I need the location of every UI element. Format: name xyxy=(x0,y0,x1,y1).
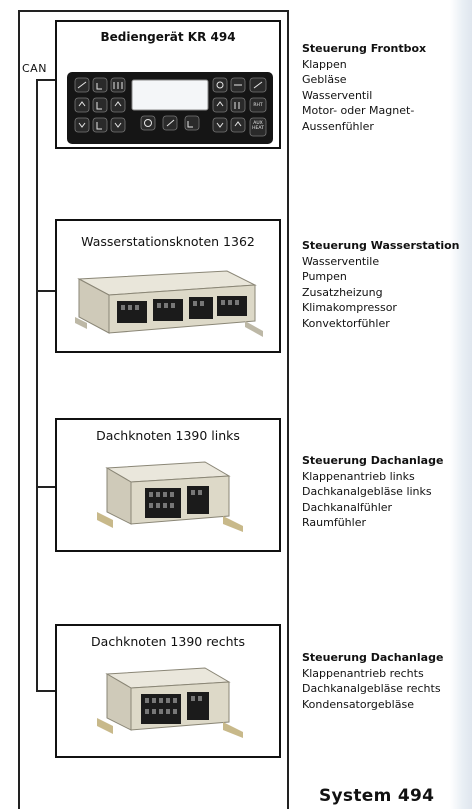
can-bus-vertical xyxy=(36,79,38,691)
node-box-roof-right: Dachknoten 1390 rechts xyxy=(55,624,281,758)
side-block-water-station: Steuerung Wasserstation Wasserventile Pu… xyxy=(302,238,460,332)
can-bus-stub-2 xyxy=(36,290,55,292)
side-item: Klappenantrieb rechts xyxy=(302,666,424,680)
node-title-roof-left: Dachknoten 1390 links xyxy=(96,428,240,443)
side-block-roof-left: Steuerung Dachanlage Klappenantrieb link… xyxy=(302,453,443,531)
frame-right-line xyxy=(287,10,289,809)
side-item: Konvektorfühler xyxy=(302,316,390,330)
side-heading-frontbox: Steuerung Frontbox xyxy=(302,42,427,55)
page-edge-shading xyxy=(450,0,472,809)
side-item: Motor- oder Magnet- xyxy=(302,104,415,118)
rht-button-label: RHT xyxy=(253,103,263,108)
side-item: Klappenantrieb links xyxy=(302,469,415,483)
can-bus-stub-4 xyxy=(36,690,55,692)
aux-heat-button-label: AUX HEAT xyxy=(252,121,264,131)
node-title-roof-right: Dachknoten 1390 rechts xyxy=(91,634,245,649)
side-heading-water-station: Steuerung Wasserstation xyxy=(302,239,460,252)
node-box-roof-left: Dachknoten 1390 links xyxy=(55,418,281,552)
node-title-water-station: Wasserstationsknoten 1362 xyxy=(81,234,255,249)
can-bus-stub-3 xyxy=(36,486,55,488)
side-item: Klimakompressor xyxy=(302,301,397,315)
side-item: Gebläse xyxy=(302,73,347,87)
side-item: Wasserventile xyxy=(302,254,380,268)
roof-left-module-illustration xyxy=(97,461,243,532)
side-heading-roof-left: Steuerung Dachanlage xyxy=(302,454,444,467)
side-item: Aussenfühler xyxy=(302,119,374,133)
water-station-module-illustration xyxy=(75,270,263,337)
side-item: Dachkanalfühler xyxy=(302,500,393,514)
side-item: Kondensatorgebläse xyxy=(302,697,414,711)
side-item: Wasserventil xyxy=(302,88,373,102)
can-bus-label: CAN xyxy=(22,62,47,75)
side-item: Dachkanalgebläse rechts xyxy=(302,682,441,696)
node-title-control-panel: Bediengerät KR 494 xyxy=(100,30,236,44)
system-label: System 494 xyxy=(319,786,435,806)
side-item: Dachkanalgebläse links xyxy=(302,485,432,499)
side-block-roof-right: Steuerung Dachanlage Klappenantrieb rech… xyxy=(302,650,443,712)
node-box-control-panel: Bediengerät KR 494 xyxy=(55,20,281,149)
control-panel-illustration xyxy=(67,72,273,144)
side-heading-roof-right: Steuerung Dachanlage xyxy=(302,651,444,664)
side-item: Raumfühler xyxy=(302,516,366,530)
node-box-water-station: Wasserstationsknoten 1362 xyxy=(55,219,281,353)
frame-top-line xyxy=(18,10,288,12)
side-item: Klappen xyxy=(302,57,347,71)
can-bus-stub-1 xyxy=(36,79,55,81)
side-item: Pumpen xyxy=(302,270,347,284)
roof-right-module-illustration xyxy=(97,667,243,738)
side-item: Zusatzheizung xyxy=(302,285,383,299)
frame-left-line xyxy=(18,10,20,809)
side-block-frontbox: Steuerung Frontbox Klappen Gebläse Wasse… xyxy=(302,41,426,135)
